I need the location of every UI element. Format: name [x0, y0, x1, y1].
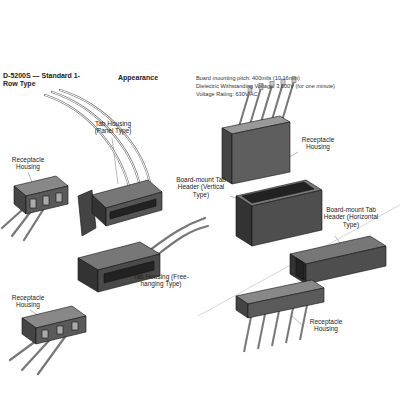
receptacle-housing [236, 280, 324, 318]
spec-note: Board mounting pitch: 400mils (10.16mm) [196, 75, 300, 81]
receptacle-housing [14, 176, 68, 214]
part-name: Tab Housing (Free-hanging Type) [126, 273, 196, 288]
part-name: Receptacle Housing [300, 318, 352, 333]
horizontal-tab-header [290, 236, 386, 284]
panel-tab-housing [78, 180, 162, 236]
title: D-5200S — Standard 1-Row Type [3, 72, 81, 88]
part-name: Tab Housing (Panel Type) [88, 120, 138, 135]
section-heading: Appearance [118, 74, 188, 82]
part-name: Board-mount Tab Header (Horizontal Type) [318, 206, 384, 228]
leader-lines [28, 138, 400, 325]
part-name: Receptacle Housing [2, 294, 54, 309]
wires-highlight [45, 90, 150, 190]
spec-note: Dielectric Withstanding Voltage: 3,000V … [196, 83, 335, 89]
vertical-tab-header [236, 180, 322, 246]
part-name: Receptacle Housing [2, 156, 54, 171]
spec-note: Voltage Rating: 630V AC [196, 91, 258, 97]
part-name: Board-mount Tab Header (Vertical Type) [170, 176, 232, 198]
part-name: Receptacle Housing [292, 136, 344, 151]
receptacle-housing [22, 306, 86, 344]
receptacle-housing [222, 116, 290, 184]
